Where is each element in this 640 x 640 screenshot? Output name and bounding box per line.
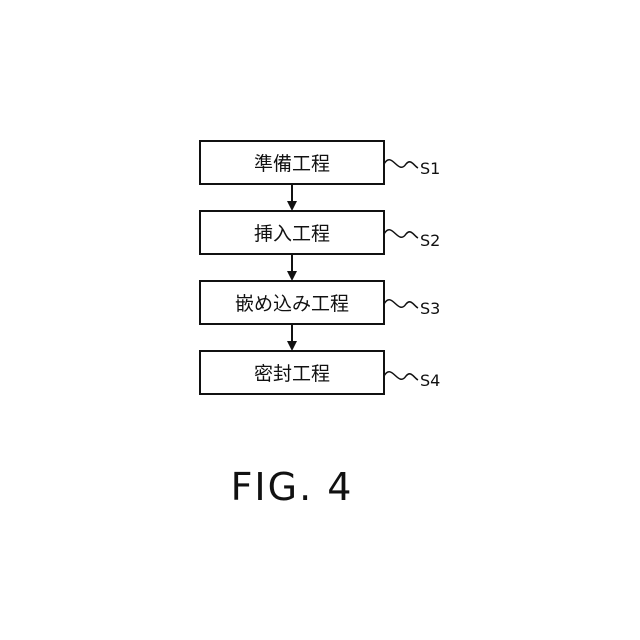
step-4: 密封工程 S4	[200, 351, 440, 394]
step-2-id: S2	[420, 231, 440, 250]
step-1-leader	[384, 160, 418, 168]
figure-label: FIG. 4	[231, 465, 354, 509]
step-3-label: 嵌め込み工程	[235, 293, 349, 315]
step-4-id: S4	[420, 371, 440, 390]
arrow-1-head	[287, 201, 297, 211]
arrow-2	[287, 254, 297, 281]
step-4-leader	[384, 372, 418, 380]
step-3: 嵌め込み工程 S3	[200, 281, 440, 324]
step-3-id: S3	[420, 299, 440, 318]
step-4-label: 密封工程	[254, 363, 330, 385]
step-3-leader	[384, 300, 418, 308]
step-2: 挿入工程 S2	[200, 211, 440, 254]
step-2-leader	[384, 230, 418, 238]
step-1: 準備工程 S1	[200, 141, 440, 184]
arrow-2-head	[287, 271, 297, 281]
arrow-3-head	[287, 341, 297, 351]
arrow-1	[287, 184, 297, 211]
step-1-id: S1	[420, 159, 440, 178]
arrow-3	[287, 324, 297, 351]
step-1-label: 準備工程	[254, 153, 330, 175]
step-2-label: 挿入工程	[254, 223, 330, 245]
